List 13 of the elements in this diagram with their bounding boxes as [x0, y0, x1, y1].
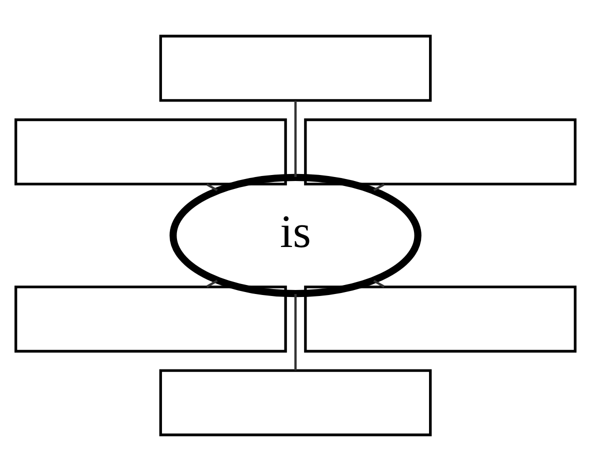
node-box: [159, 34, 432, 102]
connector: [294, 100, 297, 177]
node-box: [159, 368, 432, 436]
node-box: [14, 118, 287, 185]
node-box: [304, 118, 576, 185]
connector: [373, 182, 385, 191]
node-ellipse: is: [170, 173, 422, 297]
connector: [206, 182, 218, 191]
node-box: [304, 285, 576, 352]
node-box: [14, 285, 287, 352]
connector: [373, 279, 385, 288]
connector: [206, 279, 218, 288]
connector: [294, 293, 297, 370]
